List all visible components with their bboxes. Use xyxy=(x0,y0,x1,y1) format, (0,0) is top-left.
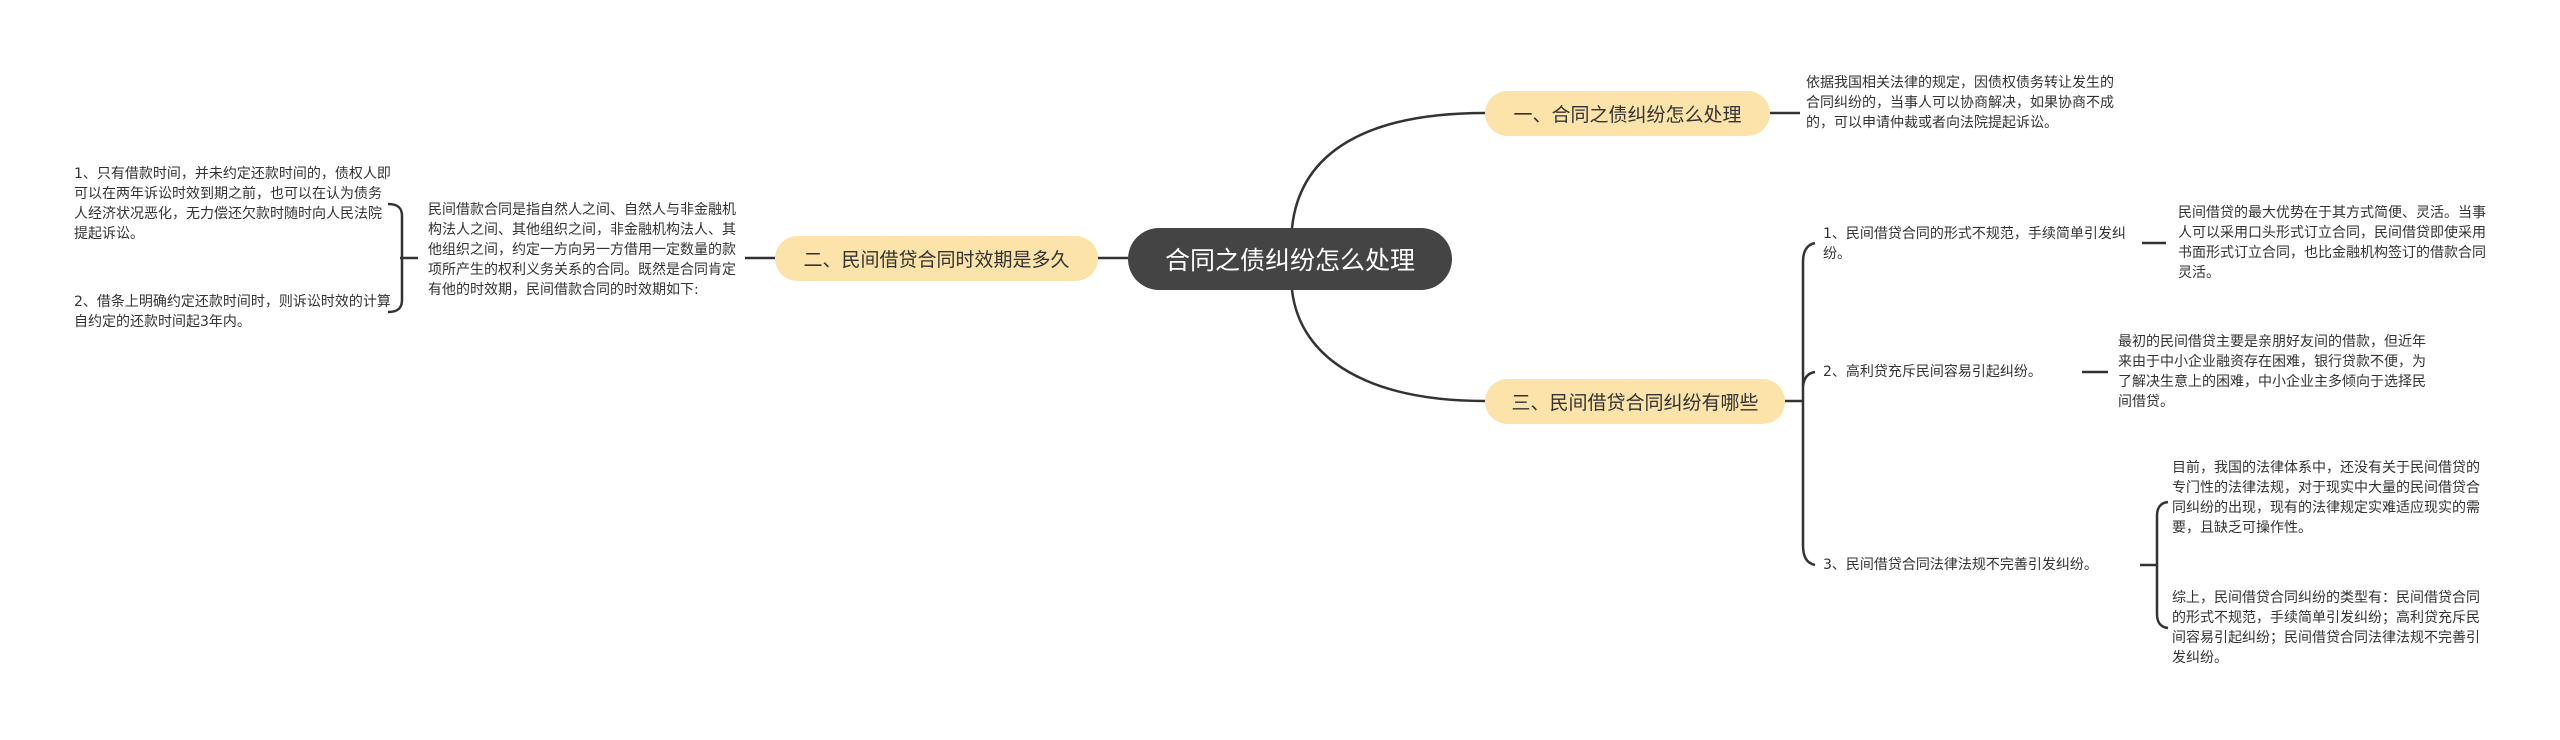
branch-1-note: 依据我国相关法律的规定，因债权债务转让发生的合同纠纷的，当事人可以协商解决，如果… xyxy=(1806,75,2114,131)
branch-3-child-2-note: 最初的民间借贷主要是亲朋好友间的借款，但近年来由于中小企业融资存在困难，银行贷款… xyxy=(2118,334,2426,410)
root-node[interactable]: 合同之债纠纷怎么处理 xyxy=(1128,228,1452,290)
branch-3-child-3[interactable]: 3、民间借贷合同法律法规不完善引发纠纷。 xyxy=(1823,557,2098,573)
branch-node-1[interactable]: 一、合同之债纠纷怎么处理 xyxy=(1485,91,1770,136)
branch-3-child-3-note-2: 综上，民间借贷合同纠纷的类型有：民间借贷合同的形式不规范，手续简单引发纠纷；高利… xyxy=(2172,590,2480,666)
branch-label: 二、民间借贷合同时效期是多久 xyxy=(803,249,1070,271)
branch-3-child-2[interactable]: 2、高利贷充斥民间容易引起纠纷。 xyxy=(1823,364,2042,380)
branch-label: 一、合同之债纠纷怎么处理 xyxy=(1513,104,1742,126)
branch-3-child-3-note-1: 目前，我国的法律体系中，还没有关于民间借贷的专门性的法律法规，对于现实中大量的民… xyxy=(2172,460,2480,536)
branch-2-note: 民间借款合同是指自然人之间、自然人与非金融机构法人之间、其他组织之间，非金融机构… xyxy=(428,202,736,298)
branch-node-2[interactable]: 二、民间借贷合同时效期是多久 xyxy=(775,236,1098,281)
branch-node-3[interactable]: 三、民间借贷合同纠纷有哪些 xyxy=(1485,379,1785,424)
root-label: 合同之债纠纷怎么处理 xyxy=(1164,246,1415,275)
branch-2-child-1[interactable]: 1、只有借款时间，并未约定还款时间的，债权人即可以在两年诉讼时效到期之前，也可以… xyxy=(74,166,391,242)
branch-3-child-1-note: 民间借贷的最大优势在于其方式简便、灵活。当事人可以采用口头形式订立合同，民间借贷… xyxy=(2178,205,2486,281)
branch-label: 三、民间借贷合同纠纷有哪些 xyxy=(1511,392,1759,414)
branch-3-child-1[interactable]: 1、民间借贷合同的形式不规范，手续简单引发纠纷。 xyxy=(1823,226,2126,262)
branch-2-child-2[interactable]: 2、借条上明确约定还款时间时，则诉讼时效的计算自约定的还款时间起3年内。 xyxy=(74,294,391,330)
